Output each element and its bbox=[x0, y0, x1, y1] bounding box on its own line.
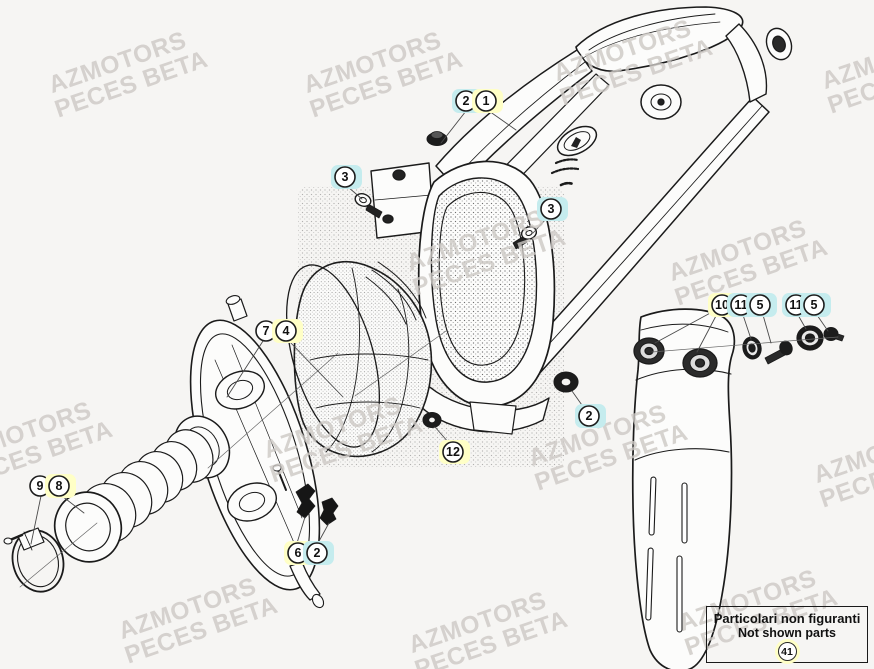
svg-text:11: 11 bbox=[789, 298, 802, 312]
screw-part-5 bbox=[764, 340, 793, 365]
watermark: AZMOTORSPECES BETA bbox=[808, 412, 874, 513]
callout-8[interactable]: 8 bbox=[45, 474, 76, 498]
grommet-part-11 bbox=[796, 325, 824, 351]
watermark: AZMOTORSPECES BETA bbox=[113, 568, 281, 669]
not-shown-parts-box: Particolari non figuranti Not shown part… bbox=[706, 606, 868, 663]
not-shown-parts-english: Not shown parts bbox=[738, 626, 836, 640]
hose-clamp bbox=[3, 527, 65, 593]
svg-text:11: 11 bbox=[734, 298, 747, 312]
callout-5[interactable]: 5 bbox=[746, 293, 777, 317]
svg-text:12: 12 bbox=[446, 445, 460, 459]
watermark: AZMOTORSPECES BETA bbox=[298, 22, 466, 123]
svg-text:3: 3 bbox=[342, 170, 349, 184]
svg-text:7: 7 bbox=[263, 324, 270, 338]
splash-guard-panel bbox=[631, 308, 736, 669]
callout-41[interactable]: 41 bbox=[777, 642, 797, 661]
callout-3[interactable]: 3 bbox=[537, 197, 568, 221]
callout-5[interactable]: 5 bbox=[800, 293, 831, 317]
callout-3[interactable]: 3 bbox=[331, 165, 362, 189]
callout-4[interactable]: 4 bbox=[272, 319, 303, 343]
grommet-part-11 bbox=[742, 336, 762, 360]
rubber-grommet-part-2 bbox=[553, 371, 579, 393]
watermark: AZMOTORSPECES BETA bbox=[816, 18, 874, 119]
rubber-grommet-part-12 bbox=[422, 411, 442, 429]
subframe-airbox-part bbox=[370, 6, 793, 435]
callout-2[interactable]: 2 bbox=[303, 541, 334, 565]
leader-lines bbox=[19, 110, 839, 588]
panel-grommet-boss bbox=[682, 348, 718, 378]
svg-text:2: 2 bbox=[586, 409, 593, 423]
svg-text:3: 3 bbox=[548, 202, 555, 216]
svg-text:6: 6 bbox=[295, 546, 302, 560]
air-filter-foam bbox=[285, 260, 433, 458]
svg-text:1: 1 bbox=[483, 94, 490, 108]
intake-boot bbox=[53, 415, 231, 563]
svg-text:9: 9 bbox=[37, 479, 44, 493]
watermark: AZMOTORSPECES BETA bbox=[403, 582, 571, 669]
svg-text:4: 4 bbox=[283, 324, 290, 338]
svg-text:8: 8 bbox=[56, 479, 63, 493]
clip-part-6 bbox=[272, 464, 316, 519]
svg-text:5: 5 bbox=[757, 298, 764, 312]
screw-part-3 bbox=[512, 226, 538, 250]
svg-text:10: 10 bbox=[715, 298, 729, 312]
callout-12[interactable]: 12 bbox=[439, 440, 470, 464]
svg-text:2: 2 bbox=[463, 94, 470, 108]
callout-2[interactable]: 2 bbox=[575, 404, 606, 428]
beta-logo-decal bbox=[550, 125, 598, 187]
callout-1[interactable]: 1 bbox=[472, 89, 503, 113]
clip-part-2 bbox=[319, 497, 339, 526]
svg-text:2: 2 bbox=[314, 546, 321, 560]
panel-grommet-boss bbox=[633, 337, 665, 365]
svg-text:5: 5 bbox=[811, 298, 818, 312]
watermark: AZMOTORSPECES BETA bbox=[43, 22, 211, 123]
not-shown-parts-italian: Particolari non figuranti bbox=[713, 611, 861, 626]
filter-cage bbox=[189, 295, 325, 609]
